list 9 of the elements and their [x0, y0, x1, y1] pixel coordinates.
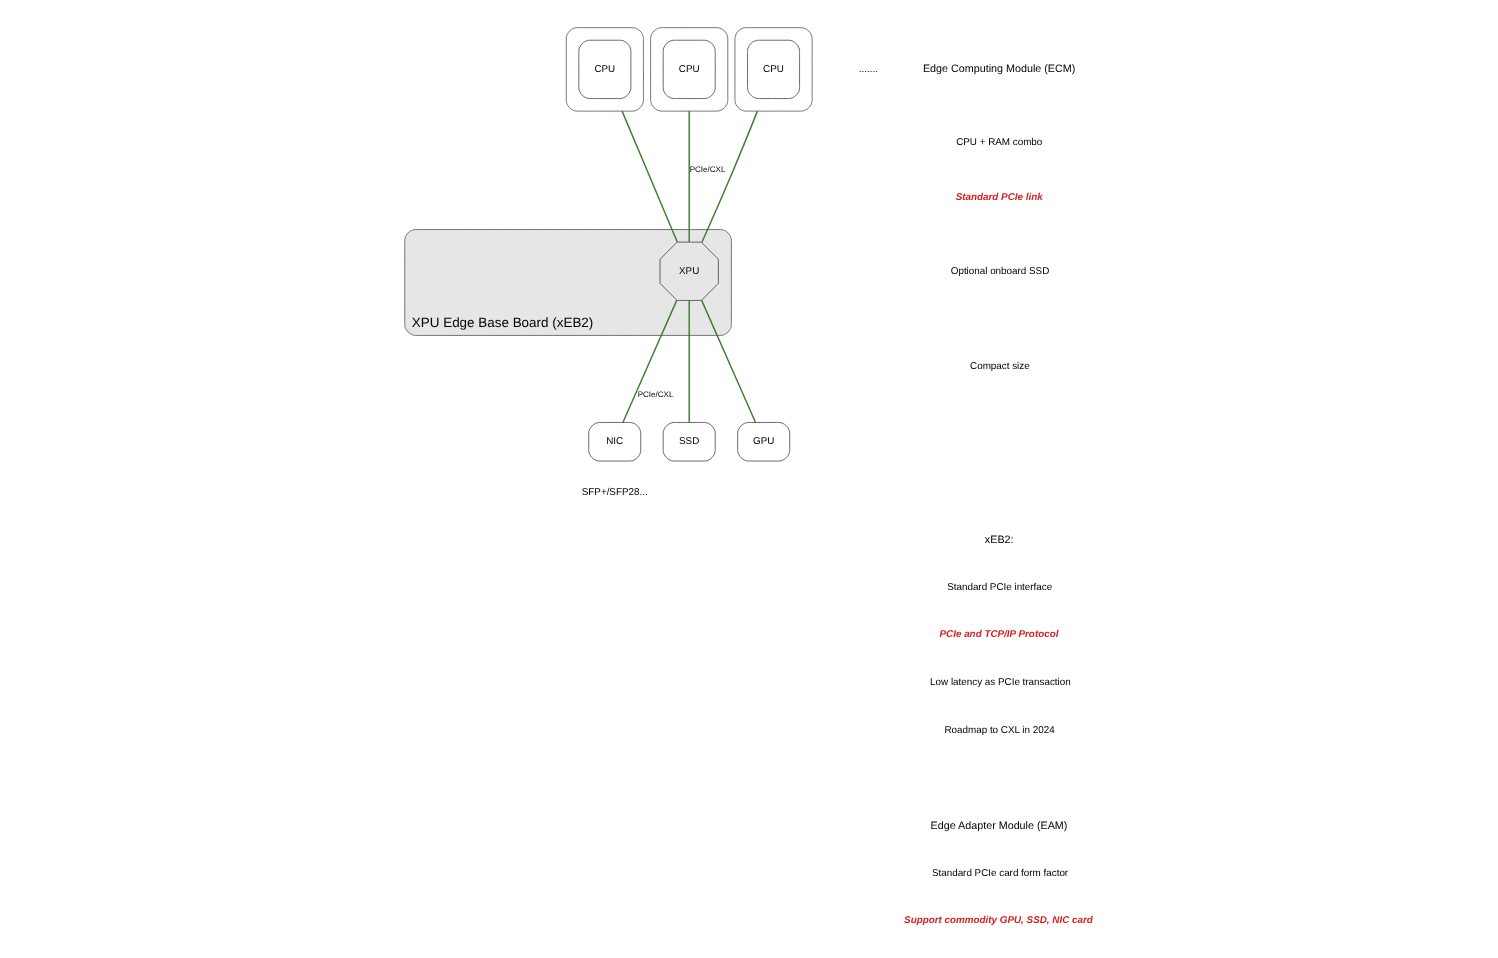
cluster — [564, 27, 643, 112]
connector — [687, 110, 689, 243]
connector — [621, 299, 677, 424]
connector — [699, 299, 756, 424]
connector — [700, 110, 758, 244]
connector — [687, 300, 689, 424]
connector — [620, 110, 677, 243]
cluster — [733, 27, 812, 112]
cluster — [649, 27, 728, 112]
